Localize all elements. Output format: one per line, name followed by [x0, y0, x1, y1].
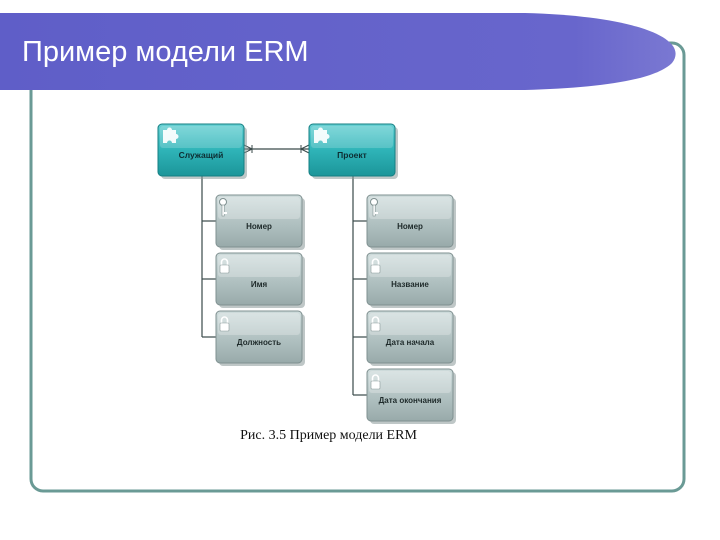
- lock-icon: [219, 258, 230, 274]
- entity-name: Проект: [337, 150, 367, 160]
- puzzle-icon: [314, 127, 330, 143]
- crowfoot-icon: [300, 144, 310, 154]
- attribute-name: Имя: [251, 280, 268, 289]
- entity-name: Служащий: [179, 150, 224, 160]
- lock-icon: [370, 316, 381, 332]
- key-icon: [219, 198, 227, 217]
- key-icon: [370, 198, 378, 217]
- lock-icon: [219, 316, 230, 332]
- attribute-name: Название: [391, 280, 429, 289]
- attribute-box[interactable]: Дата начала: [366, 310, 456, 366]
- entity-box[interactable]: Служащий: [157, 123, 247, 179]
- entity-box[interactable]: Проект: [308, 123, 398, 179]
- attribute-name: Дата окончания: [379, 396, 442, 405]
- attribute-box[interactable]: Название: [366, 252, 456, 308]
- attribute-box[interactable]: Номер: [215, 194, 305, 250]
- attribute-name: Номер: [246, 222, 272, 231]
- attribute-box[interactable]: Имя: [215, 252, 305, 308]
- figure-caption: Рис. 3.5 Пример модели ERM: [240, 428, 417, 443]
- puzzle-icon: [163, 127, 179, 143]
- attribute-box[interactable]: Должность: [215, 310, 305, 366]
- attribute-name: Должность: [237, 338, 281, 347]
- attribute-name: Номер: [397, 222, 423, 231]
- title-banner: [0, 13, 676, 90]
- lock-icon: [370, 258, 381, 274]
- tree-layer: [201, 176, 367, 396]
- attribute-box[interactable]: Номер: [366, 194, 456, 250]
- lock-icon: [370, 374, 381, 390]
- attribute-name: Дата начала: [386, 338, 435, 347]
- attribute-box[interactable]: Дата окончания: [366, 368, 456, 424]
- slide-title: Пример модели ERM: [22, 36, 309, 68]
- relationship-layer: [243, 144, 310, 154]
